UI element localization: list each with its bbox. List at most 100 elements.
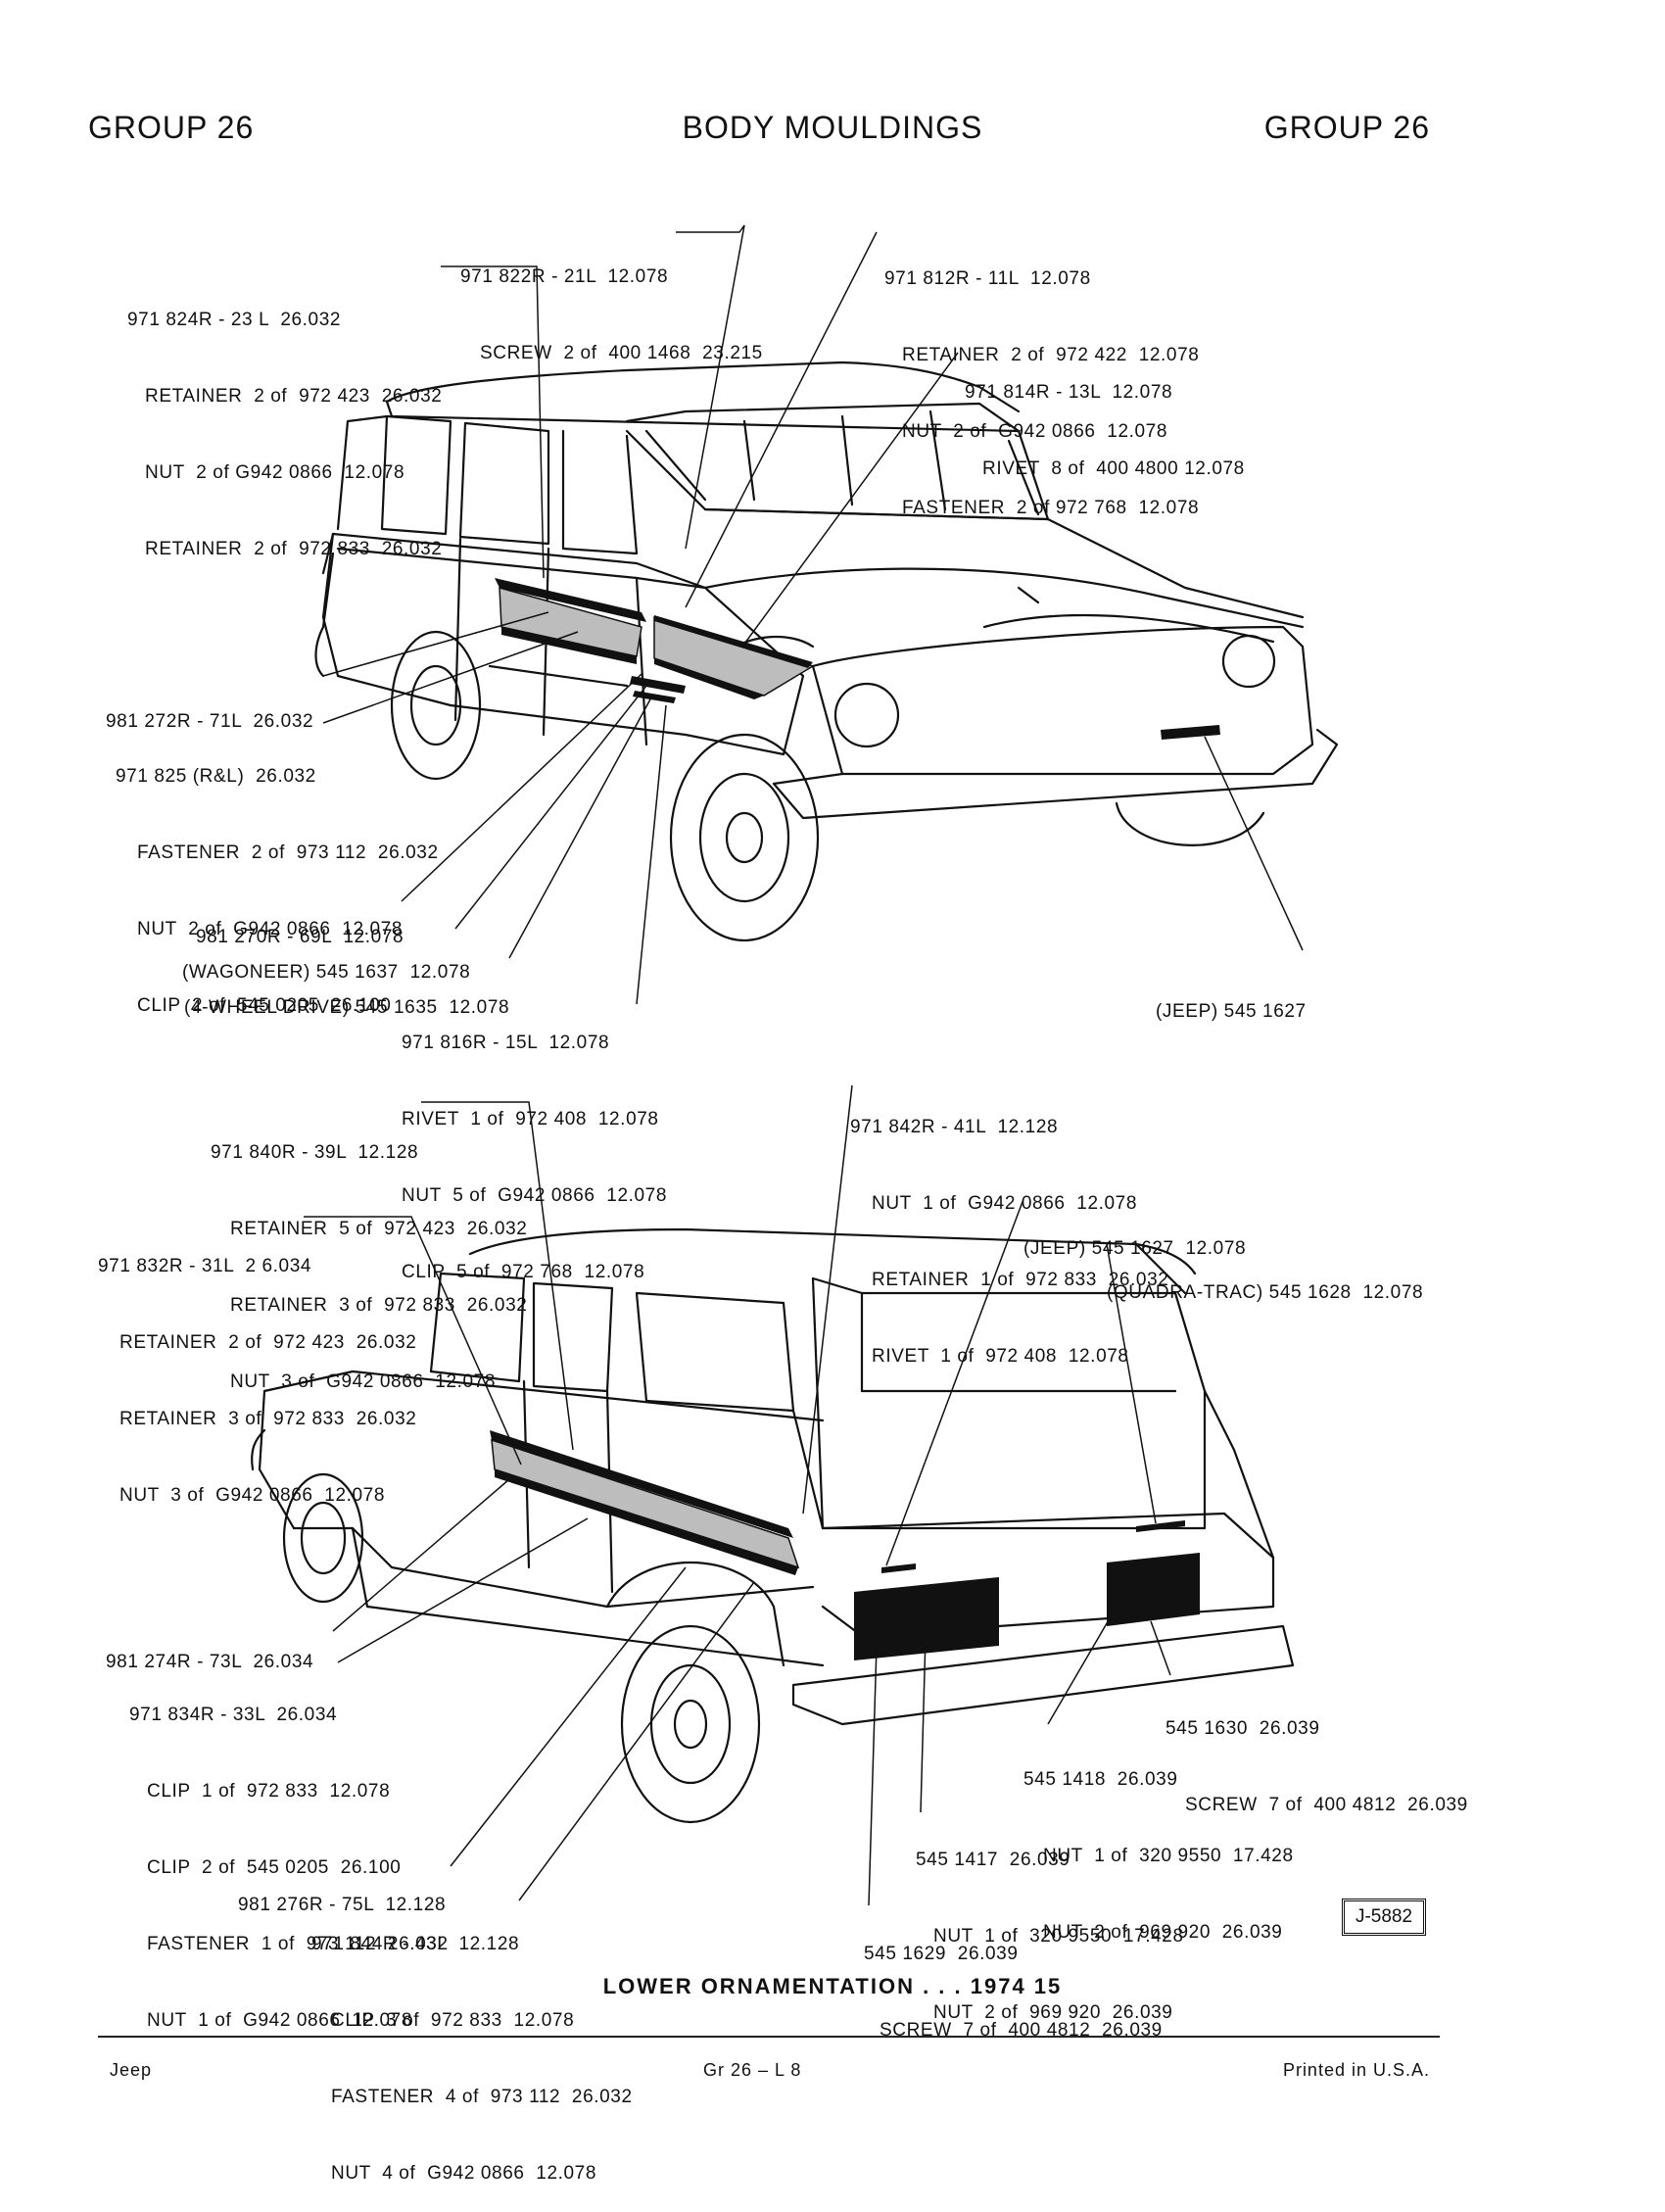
front-upper-moulding <box>495 578 646 622</box>
callout-line: SCREW 7 of 400 4812 26.039 <box>880 2020 1163 2041</box>
grille-emblem <box>1161 725 1220 740</box>
tailgate-panel-right <box>1107 1553 1200 1626</box>
callout-rear-applique: 981 274R - 73L 26.034 <box>106 1599 313 1701</box>
callout-line: (QUADRA-TRAC) 545 1628 12.078 <box>1107 1282 1424 1303</box>
fender-emblem <box>633 691 676 703</box>
callout-line: 545 1630 26.039 <box>1166 1718 1320 1739</box>
callout-line: 971 842R - 41L 12.128 <box>850 1117 1059 1137</box>
callout-line: FASTENER 2 of 972 768 12.078 <box>902 498 1200 518</box>
group-label-right: GROUP 26 <box>1263 110 1430 145</box>
callout-line: NUT 1 of 320 9550 17.428 <box>1043 1846 1294 1866</box>
callout-line: 971 840R - 39L 12.128 <box>211 1142 419 1163</box>
callout-line: 971 824R - 23 L 26.032 <box>127 310 342 330</box>
callout-line: 971 844R - 43L 12.128 <box>311 1934 520 1954</box>
callout-line: 981 270R - 69L 12.078 <box>196 927 404 947</box>
footer-page-number: Gr 26 – L 8 <box>703 2060 802 2080</box>
front-vehicle-drawing <box>314 361 1339 942</box>
callout-line: FASTENER 1 of 973 112 26.032 <box>147 1934 449 1954</box>
callout-line: 545 1418 26.039 <box>1023 1769 1178 1790</box>
callout-line: 971 834R - 33L 26.034 <box>129 1705 338 1725</box>
callout-4wd-emblem: (4-WHEEL DRIVE) 545 1635 12.078 <box>184 944 509 1046</box>
body-mouldings-illustration <box>251 224 1339 1906</box>
callout-line: RIVET 8 of 400 4800 12.078 <box>982 458 1245 479</box>
callout-wagoneer-nameplate: (WAGONEER) 545 1637 12.078 <box>182 909 470 1011</box>
callout-line: NUT 2 of G942 0866 12.078 <box>145 462 405 483</box>
fender-nameplate <box>630 676 686 694</box>
callout-line: NUT 2 of 969 920 26.039 <box>933 2002 1173 2023</box>
callout-line: 971 812R - 11L 12.078 <box>884 268 1091 289</box>
callout-front-jeep-emblem: (JEEP) 545 1627 <box>1156 948 1307 1050</box>
page-title: BODY MOULDINGS <box>682 110 983 145</box>
callout-line: CLIP 2 of 545 0205 26.100 <box>147 1857 402 1878</box>
callout-line: FASTENER 2 of 973 112 26.032 <box>137 842 439 863</box>
callout-line: 981 274R - 73L 26.034 <box>106 1652 314 1672</box>
callout-line: RIVET 1 of 972 408 12.078 <box>402 1109 659 1130</box>
callout-line: NUT 3 of G942 0866 12.078 <box>230 1371 497 1392</box>
footer-brand: Jeep <box>110 2060 153 2080</box>
callout-front-roof-moulding: 971 822R - 21L 12.078 SCREW 2 of 400 146… <box>460 214 763 392</box>
callout-line: CLIP 1 of 972 833 12.078 <box>147 1781 391 1802</box>
callout-line: SCREW 7 of 400 4812 26.039 <box>1185 1795 1468 1815</box>
callout-line: 981 276R - 75L 12.128 <box>238 1895 447 1915</box>
callout-line: 971 822R - 21L 12.078 <box>460 266 669 287</box>
group-label-left: GROUP 26 <box>88 110 255 145</box>
tailgate-panel-left <box>854 1577 999 1660</box>
callout-line: NUT 1 of 320 9550 17.428 <box>933 1926 1184 1947</box>
callout-line: NUT 1 of G942 0866 12.078 <box>872 1193 1138 1214</box>
callout-rear-lower-applique: 981 276R - 75L 12.128 <box>238 1842 446 1944</box>
callout-rear-upper-moulding: 971 840R - 39L 12.128 RETAINER 5 of 972 … <box>211 1089 527 1420</box>
rear-side-applique <box>491 1438 800 1569</box>
callout-quadra-trac-emblem: (QUADRA-TRAC) 545 1628 12.078 <box>1107 1229 1423 1331</box>
tailgate-emblem-left <box>881 1563 916 1573</box>
callout-line: NUT 4 of G942 0866 12.078 <box>331 2163 597 2184</box>
callout-line: SCREW 2 of 400 1468 23.215 <box>480 343 763 363</box>
callout-rear-wheelhouse-moulding: 971 834R - 33L 26.034 CLIP 1 of 972 833 … <box>129 1652 449 2059</box>
callout-line: NUT 1 of G942 0866 12.078 <box>147 2010 413 2031</box>
callout-front-fender-moulding: 971 812R - 11L 12.078 RETAINER 2 of 972 … <box>884 216 1199 547</box>
figure-caption: LOWER ORNAMENTATION . . . 1974 15 <box>602 1974 1063 1998</box>
figure-reference: J-5882 <box>1342 1899 1426 1936</box>
callout-line: RETAINER 2 of 972 423 26.032 <box>119 1332 417 1353</box>
callout-line: 971 814R - 13L 12.078 <box>965 382 1173 403</box>
callout-line: RETAINER 2 of 972 422 12.078 <box>902 345 1200 365</box>
callout-line: CLIP 5 of 972 768 12.078 <box>402 1262 645 1282</box>
moulding-strips <box>490 578 1220 1660</box>
callout-front-wheelhouse-moulding: 971 825 (R&L) 26.032 FASTENER 2 of 973 1… <box>116 713 439 1044</box>
callout-line: (4-WHEEL DRIVE) 545 1635 12.078 <box>184 997 510 1018</box>
footer-divider <box>98 2036 1440 2038</box>
callout-front-rivet: 971 814R - 13L 12.078 RIVET 8 of 400 480… <box>965 329 1245 507</box>
callout-line: RETAINER 1 of 972 833 26.032 <box>872 1270 1169 1290</box>
callout-line: RETAINER 3 of 972 833 26.032 <box>119 1409 417 1429</box>
callout-front-lower-moulding: 971 816R - 15L 12.078 RIVET 1 of 972 408… <box>402 980 667 1311</box>
callout-line: NUT 3 of G942 0866 12.078 <box>119 1485 386 1506</box>
callout-tailgate-panel-left: 545 1629 26.039 SCREW 7 of 400 4812 26.0… <box>864 1891 1163 2069</box>
callout-line: RETAINER 2 of 972 833 26.032 <box>145 539 443 559</box>
callout-line: RETAINER 2 of 972 423 26.032 <box>145 386 443 407</box>
callout-line: CLIP 3 of 972 833 12.078 <box>331 2010 575 2031</box>
callout-rear-door-moulding: 971 832R - 31L 2 6.034 RETAINER 2 of 972… <box>98 1203 416 1534</box>
callout-rear-quarter-moulding: 971 842R - 41L 12.128 NUT 1 of G942 0866… <box>850 1064 1168 1395</box>
callout-line: 971 825 (R&L) 26.032 <box>116 766 316 787</box>
callout-line: FASTENER 4 of 973 112 26.032 <box>331 2087 633 2107</box>
tailgate-emblem-right <box>1136 1520 1185 1532</box>
callout-line: NUT 5 of G942 0866 12.078 <box>402 1185 668 1206</box>
callout-rear-lower-moulding: 971 844R - 43L 12.128 CLIP 3 of 972 833 … <box>311 1881 633 2212</box>
callout-line: (WAGONEER) 545 1637 12.078 <box>182 962 471 983</box>
callout-rear-jeep-emblem: (JEEP) 545 1627 12.078 <box>1023 1185 1246 1287</box>
callout-front-applique: 981 272R - 71L 26.032 <box>106 658 313 760</box>
callout-line: 545 1629 26.039 <box>864 1944 1019 1964</box>
leader-lines <box>304 224 1304 1906</box>
callout-line: NUT 2 of 969 920 26.039 <box>1043 1922 1283 1943</box>
callout-line: NUT 2 of G942 0866 12.078 <box>137 919 404 939</box>
callout-tailgate-panel-right: 545 1630 26.039 SCREW 7 of 400 4812 26.0… <box>1166 1665 1468 1844</box>
callout-tailgate-panel-center: 545 1418 26.039 NUT 1 of 320 9550 17.428… <box>1023 1716 1294 1971</box>
callout-line: NUT 2 of G942 0866 12.078 <box>902 421 1168 442</box>
callout-line: CLIP 2 of 545 0205 26.100 <box>137 995 392 1016</box>
callout-line: 971 816R - 15L 12.078 <box>402 1033 610 1053</box>
callout-line: 981 272R - 71L 26.032 <box>106 711 314 732</box>
callout-line: RETAINER 3 of 972 833 26.032 <box>230 1295 528 1316</box>
callout-line: (JEEP) 545 1627 <box>1156 1001 1307 1022</box>
callout-line: 971 832R - 31L 2 6.034 <box>98 1256 312 1276</box>
footer-print-note: Printed in U.S.A. <box>1282 2060 1430 2080</box>
callout-front-door-moulding: 971 824R - 23 L 26.032 RETAINER 2 of 972… <box>127 257 442 588</box>
